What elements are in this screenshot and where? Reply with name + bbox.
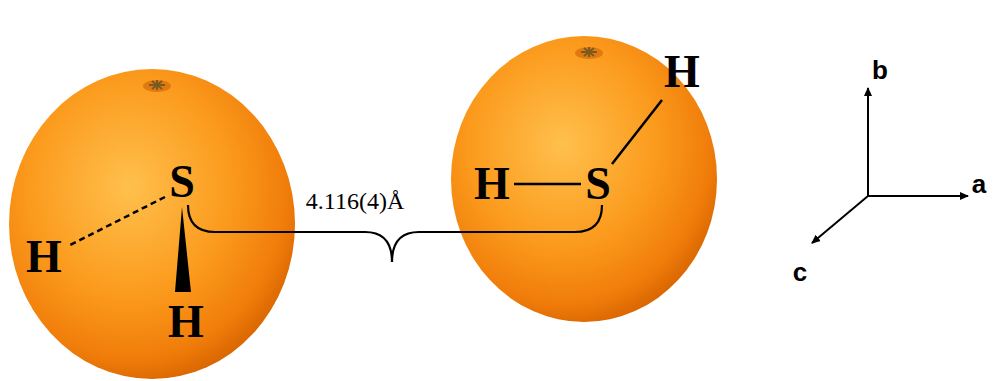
distance-label: 4.116(4)Å — [306, 189, 404, 213]
atom-label: H — [26, 234, 62, 280]
axis-arrow — [868, 195, 968, 197]
axis-arrow — [867, 88, 869, 196]
orange-node: S H H — [8, 68, 296, 380]
orange-illustration — [8, 68, 296, 380]
axis-label: c — [793, 259, 807, 285]
atom-label: H — [168, 299, 204, 345]
axis-arrow — [812, 196, 868, 243]
axis-label: a — [972, 171, 986, 197]
bond-line — [514, 183, 581, 186]
atom-label: H — [664, 49, 700, 95]
orange-node: H H S — [450, 35, 718, 323]
atom-label: S — [169, 159, 195, 205]
atom-label: S — [585, 161, 611, 207]
atom-label: H — [474, 161, 510, 207]
axis-label: b — [872, 57, 888, 83]
